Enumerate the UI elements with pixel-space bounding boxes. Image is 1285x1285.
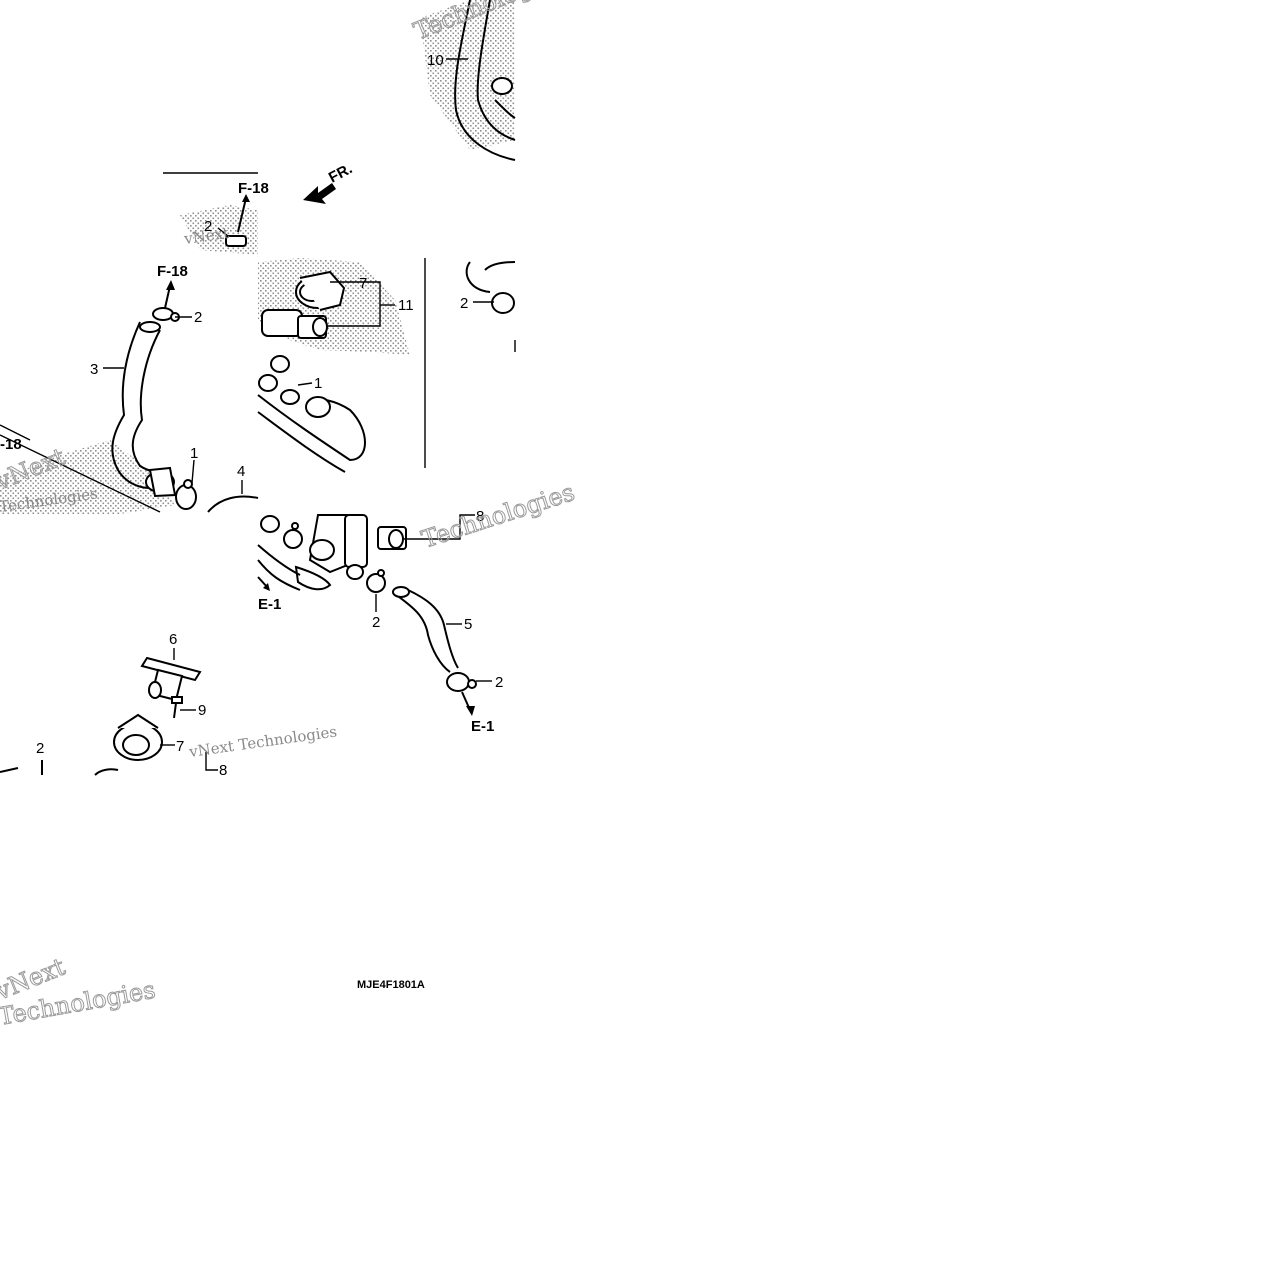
drawing-code: MJE4F1801A [357,979,425,991]
callout-3: 3 [90,361,98,378]
callout-7-top: 7 [359,275,367,292]
callout-2-mid: 2 [372,614,380,631]
callout-1-left: 1 [190,445,198,462]
callout-5: 5 [464,616,472,633]
bottom-left-fragment [0,760,119,776]
clamp-1-hose3 [175,479,197,510]
lower-valve-assembly [257,514,407,593]
clamp-2-hose3 [152,280,180,322]
callout-10: 10 [427,52,444,69]
callout-2-topleft: 2 [204,218,212,235]
bracket-6 [113,656,202,761]
watermark-company-mid: Technologies [418,478,578,554]
part-4-outline [207,495,259,513]
upper-valve-assembly [257,270,366,473]
callout-2-hose5: 2 [495,674,503,691]
ref-f18-left: -18 [0,436,22,453]
upper-right-clamp [465,261,516,314]
front-direction-arrow: FR. [303,160,355,204]
callout-1-top: 1 [314,375,322,392]
callout-9: 9 [198,702,206,719]
callout-4: 4 [237,463,245,480]
ref-e1-right: E-1 [471,718,494,735]
watermarks: Technologies vNext vNext Technologies Te… [0,0,578,1031]
callouts: 10 7 11 1 2 2 2 3 1 4 8 2 5 2 6 9 7 8 2 [36,52,503,779]
ref-e1-left: E-1 [258,596,281,613]
hose-5 [392,586,477,716]
watermark-full-lower: vNext Technologies [187,722,338,761]
hose-10 [454,0,516,161]
engine-shading [0,0,515,514]
hose-3 [111,321,177,498]
callout-8-right: 8 [476,508,484,525]
callout-2-bottom: 2 [36,740,44,757]
ref-f18-top: F-18 [238,180,269,197]
leader-lines [103,58,494,771]
callout-2-right: 2 [460,295,468,312]
front-label: FR. [326,160,355,186]
callout-2-hose3: 2 [194,309,202,326]
callout-8-bottom: 8 [219,762,227,779]
callout-11: 11 [398,297,414,314]
ref-f18-hose: F-18 [157,263,188,280]
reference-labels: F-18 F-18 -18 E-1 E-1 [0,180,494,735]
f18-upper-fitting [225,194,250,247]
callout-7-bottom: 7 [176,738,184,755]
section-lines [0,172,516,513]
callout-6: 6 [169,631,177,648]
